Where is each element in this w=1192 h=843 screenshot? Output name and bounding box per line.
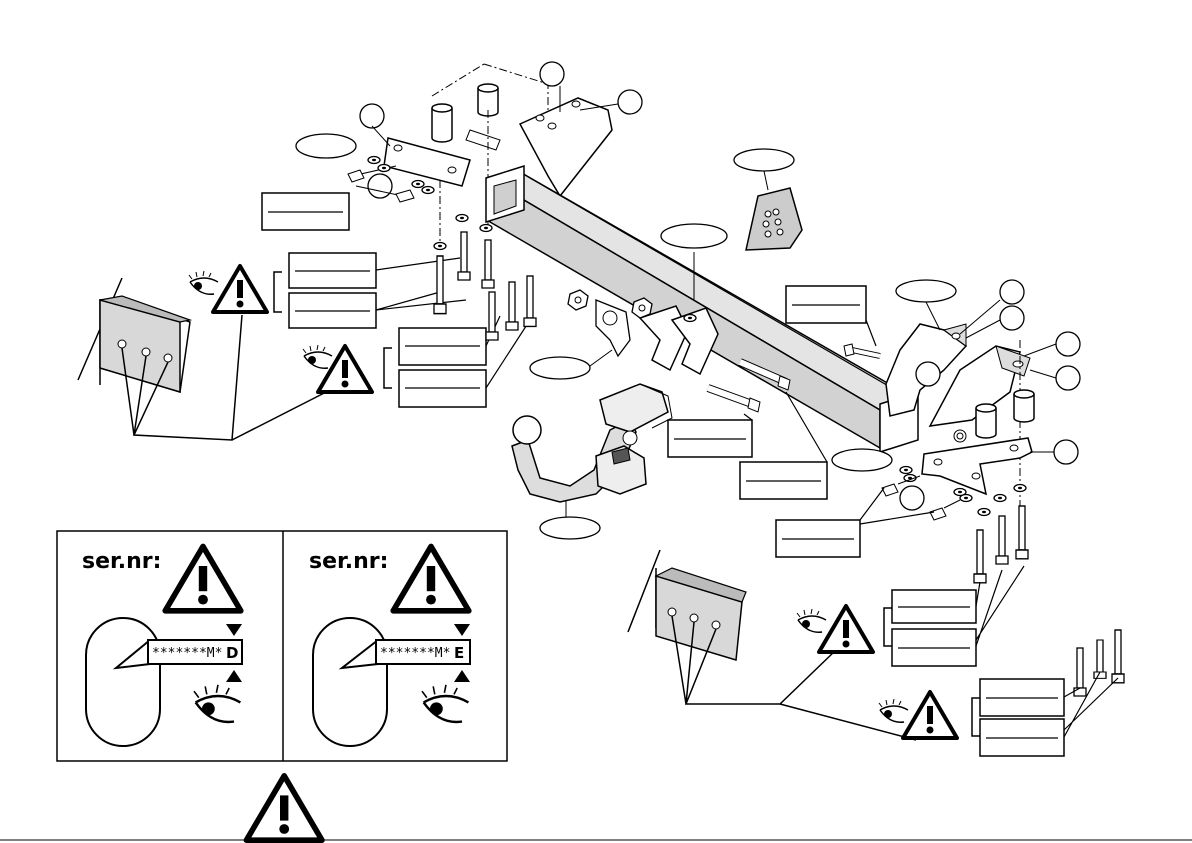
eye-icon xyxy=(303,345,332,368)
serial-heading: ser.nr: xyxy=(82,549,161,574)
warning-triangle-icon xyxy=(903,692,957,738)
serial-code: *******M* xyxy=(152,646,222,661)
eye-icon xyxy=(879,699,908,722)
right-frame-detail xyxy=(628,550,916,740)
serial-letter: D xyxy=(226,644,238,662)
eye-icon xyxy=(797,609,826,632)
serial-number-panels: ser.nr: *******M* D ser.nr: *******M* E xyxy=(57,531,507,840)
serial-code: *******M* xyxy=(380,646,450,661)
tow-ball-assembly xyxy=(512,384,672,539)
right-mounting-plates xyxy=(832,280,1124,696)
serial-letter: E xyxy=(454,644,464,662)
warning-triangle-icon xyxy=(246,776,322,840)
label-boxes-left xyxy=(262,193,486,407)
control-module-icon xyxy=(734,149,802,250)
serial-heading: ser.nr: xyxy=(309,549,388,574)
eye-icon xyxy=(189,271,218,294)
main-crossbar xyxy=(486,62,918,452)
warning-triangle-icon xyxy=(213,266,267,312)
warning-triangle-icon xyxy=(819,606,873,652)
